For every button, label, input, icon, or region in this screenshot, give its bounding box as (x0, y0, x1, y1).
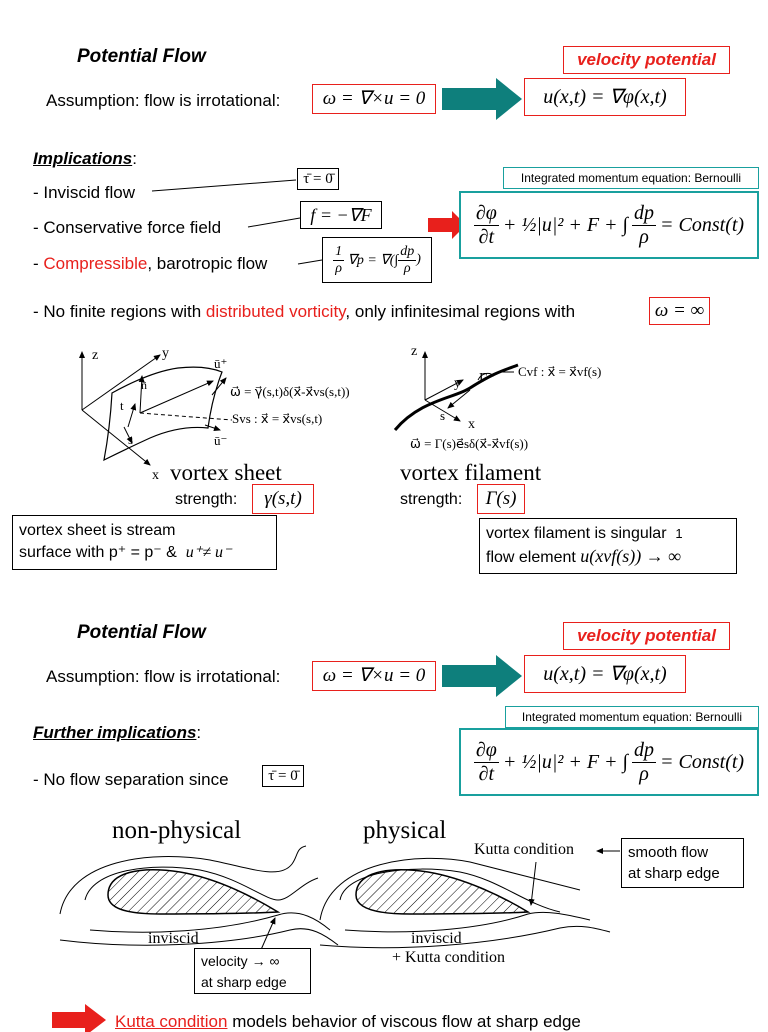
bottom-rest: models behavior of viscous flow at sharp… (227, 1012, 581, 1031)
bernoulli-rhs: = Const(t) (660, 750, 745, 773)
leader-line (297, 259, 323, 265)
assumption-text: Assumption: flow is irrotational: (46, 667, 281, 686)
smooth-line2: at sharp edge (628, 865, 720, 882)
velocity-potential-label: velocity potential (563, 622, 730, 650)
slide1-title: Potential Flow (77, 46, 206, 67)
y-axis (424, 379, 464, 401)
filament-strength-label: strength: (400, 491, 463, 508)
y-axis (81, 354, 161, 411)
sheet-note-math: u⁺≠ u⁻ (185, 544, 232, 561)
assumption-text: Assumption: flow is irrotational: (46, 91, 281, 110)
kutta-label: Kutta condition (474, 841, 574, 858)
physical-airfoil (319, 848, 620, 949)
filament-omega-formula: ω⃗ = Γ(s)e⃗sδ(x⃗-x⃗vf(s)) (410, 436, 529, 451)
implications-heading: Implications (33, 149, 133, 168)
bernoulli-rhs: = Const(t) (660, 213, 745, 236)
smooth-line1: smooth flow (628, 844, 709, 861)
svg-text:x: x (152, 468, 159, 483)
x-axis (81, 409, 151, 466)
vorticity-post: , only infinitesimal regions with (345, 302, 576, 321)
vortex-sheet-title: vortex sheet (170, 460, 282, 485)
vorticity-red: distributed vorticity (205, 302, 346, 321)
sheet-strength-label: strength: (175, 491, 238, 508)
filament-note-math: u(xvf(s)) → ∞ (580, 546, 682, 566)
item-compressible-red: Compressible (43, 254, 148, 273)
u-equation-box: u(x,t) = ∇φ(x,t) (524, 78, 686, 116)
teal-arrow-icon (442, 655, 522, 697)
item-inviscid: - Inviscid flow (33, 183, 136, 202)
page-number: 1 (675, 526, 683, 541)
sheet-surface-formula: Svs : x⃗ = x⃗vs(s,t) (232, 411, 323, 426)
force-equation-box: f = −∇F (300, 201, 382, 229)
physical-title: physical (363, 817, 447, 844)
velocity-infinity-box: velocity → ∞ at sharp edge (194, 948, 311, 994)
further-heading: Further implications (33, 723, 197, 742)
filament-curve-formula: Cvf : x⃗ = x⃗vf(s) (518, 364, 602, 379)
velocity-line1: velocity → ∞ (201, 953, 280, 969)
red-arrow-icon (428, 211, 466, 239)
svg-text:x: x (468, 417, 475, 432)
implications-colon: : (132, 149, 137, 168)
svg-text:y: y (162, 346, 169, 361)
velocity-line2: at sharp edge (201, 974, 287, 990)
item-compressible-dash: - (33, 254, 44, 273)
sheet-note-line2: surface with p⁺ = p⁻ & (19, 544, 177, 561)
svg-text:z: z (411, 344, 417, 359)
svg-text:n̄: n̄ (141, 378, 147, 392)
tau-equation-box: τ̄ = 0̄ (262, 765, 304, 787)
slide2-title: Potential Flow (77, 622, 206, 643)
filament-note-box: vortex filament is singular 1 flow eleme… (479, 518, 737, 574)
sheet-omega-formula: ω⃗ = γ⃗(s,t)δ(x⃗-x⃗vs(s,t)) (230, 384, 350, 399)
sheet-note-line1: vortex sheet is stream (19, 522, 176, 539)
omega-equation-box: ω = ∇×u = 0 (312, 84, 436, 114)
vorticity-pre: - No finite regions with (33, 302, 206, 321)
vortex-sheet-surface (103, 366, 223, 462)
inviscid-left: inviscid (148, 930, 199, 947)
smooth-flow-box: smooth flow at sharp edge (621, 838, 744, 888)
item-conservative: - Conservative force field (33, 218, 222, 237)
further-colon: : (196, 723, 202, 742)
leader-line (247, 217, 301, 228)
sheet-strength-box: γ(s,t) (252, 484, 314, 514)
kutta-plus: + Kutta condition (392, 949, 506, 966)
omega-equation-box: ω = ∇×u = 0 (312, 661, 436, 691)
filament-strength-box: Γ(s) (477, 484, 525, 514)
filament-note-line2: flow element (486, 549, 576, 566)
teal-arrow-icon (442, 78, 522, 120)
leader-line (151, 179, 297, 192)
bottom-kutta-red: Kutta condition (115, 1012, 228, 1031)
nonphysical-airfoil (59, 845, 339, 953)
svg-text:s: s (128, 432, 133, 447)
svg-text:t: t (120, 398, 124, 413)
omega-infinity-box: ω = ∞ (649, 297, 710, 325)
svg-text:ū⁻: ū⁻ (214, 433, 227, 448)
svg-text:s: s (440, 408, 445, 423)
inviscid-right: inviscid (411, 930, 462, 947)
u-equation-box: u(x,t) = ∇φ(x,t) (524, 655, 686, 693)
bernoulli-label: Integrated momentum equation: Bernoulli (503, 167, 759, 189)
nonphysical-title: non-physical (112, 817, 242, 844)
normal-vector (138, 375, 145, 414)
vortex-filament-curve (393, 363, 519, 431)
sheet-note-box: vortex sheet is stream surface with p⁺ =… (12, 515, 277, 570)
svg-text:Γ: Γ (479, 371, 487, 386)
filament-note-line1: vortex filament is singular (486, 525, 667, 542)
svg-text:ū⁺: ū⁺ (214, 356, 227, 371)
svg-text:z: z (92, 348, 98, 363)
bernoulli-label: Integrated momentum equation: Bernoulli (505, 706, 759, 728)
separation-text: - No flow separation since (33, 770, 229, 789)
red-arrow-icon (52, 1004, 106, 1032)
velocity-potential-label: velocity potential (563, 46, 730, 74)
tau-equation-box: τ̄ = 0̄ (297, 168, 339, 190)
vortex-filament-title: vortex filament (400, 460, 542, 485)
svg-text:y: y (454, 376, 461, 391)
item-compressible-rest: , barotropic flow (147, 254, 268, 273)
